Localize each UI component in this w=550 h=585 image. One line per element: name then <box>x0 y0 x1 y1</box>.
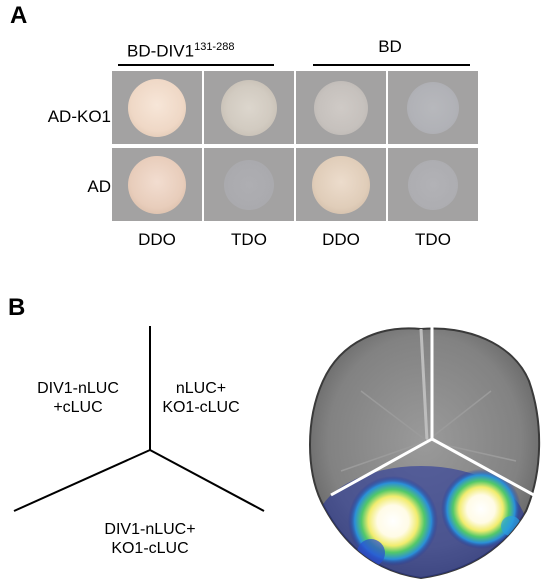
col-label-ddo-1: DDO <box>138 230 176 249</box>
plate-ad-ko1-bd-ddo <box>296 71 386 144</box>
plate-ad-bd-div1-ddo <box>112 148 202 221</box>
colony <box>221 79 277 136</box>
sector-bottom-line2: KO1-cLUC <box>111 540 189 557</box>
col-label-tdo-2: TDO <box>415 230 451 249</box>
header-bd-div1-text: BD-DIV1 <box>127 41 195 61</box>
sector-left-line1: DIV1-nLUC <box>37 380 119 397</box>
sector-right-line2: KO1-cLUC <box>162 399 240 416</box>
sector-left-line2: +cLUC <box>53 399 103 416</box>
header-bd: BD <box>378 37 402 56</box>
colony <box>128 78 186 137</box>
luminescence-spot-right <box>441 469 521 549</box>
sector-line-left <box>13 449 151 512</box>
leaf-divider-left <box>330 437 433 497</box>
plate-ad-bd-div1-tdo <box>204 148 294 221</box>
panel-b-label: B <box>8 294 26 321</box>
sector-right-label: nLUC+ KO1-cLUC <box>155 379 247 417</box>
colony <box>408 159 458 210</box>
sector-bottom-label: DIV1-nLUC+ KO1-cLUC <box>80 520 220 558</box>
leaf-luminescence-image <box>301 321 545 581</box>
plate-ad-ko1-bd-div1-tdo <box>204 71 294 144</box>
header-bd-div1-sup: 131-288 <box>194 41 235 53</box>
sector-line-right <box>149 449 265 512</box>
sector-bottom-line1: DIV1-nLUC+ <box>104 521 196 538</box>
row-label-ad: AD <box>87 177 111 196</box>
col-label-tdo-1: TDO <box>231 230 267 249</box>
colony <box>314 80 368 135</box>
col-label-ddo-2: DDO <box>322 230 360 249</box>
sector-diagram <box>13 326 265 512</box>
row-label-ad-ko1: AD-KO1 <box>47 107 111 126</box>
sector-right-line1: nLUC+ <box>175 380 227 397</box>
yeast-plate-grid <box>112 71 478 221</box>
colony <box>224 159 274 210</box>
plate-ad-ko1-bd-div1-ddo <box>112 71 202 144</box>
colony <box>407 81 459 134</box>
sector-left-label: DIV1-nLUC +cLUC <box>22 379 134 417</box>
header-left-line <box>118 64 274 66</box>
colony <box>128 155 186 214</box>
leaf-divider-right <box>431 437 542 501</box>
plate-ad-ko1-bd-tdo <box>388 71 478 144</box>
header-bd-div1: BD-DIV1131-288 <box>127 37 234 62</box>
colony <box>312 155 370 214</box>
header-right-line <box>313 64 470 66</box>
panel-a-label: A <box>10 2 28 29</box>
plate-ad-bd-tdo <box>388 148 478 221</box>
plate-ad-bd-ddo <box>296 148 386 221</box>
